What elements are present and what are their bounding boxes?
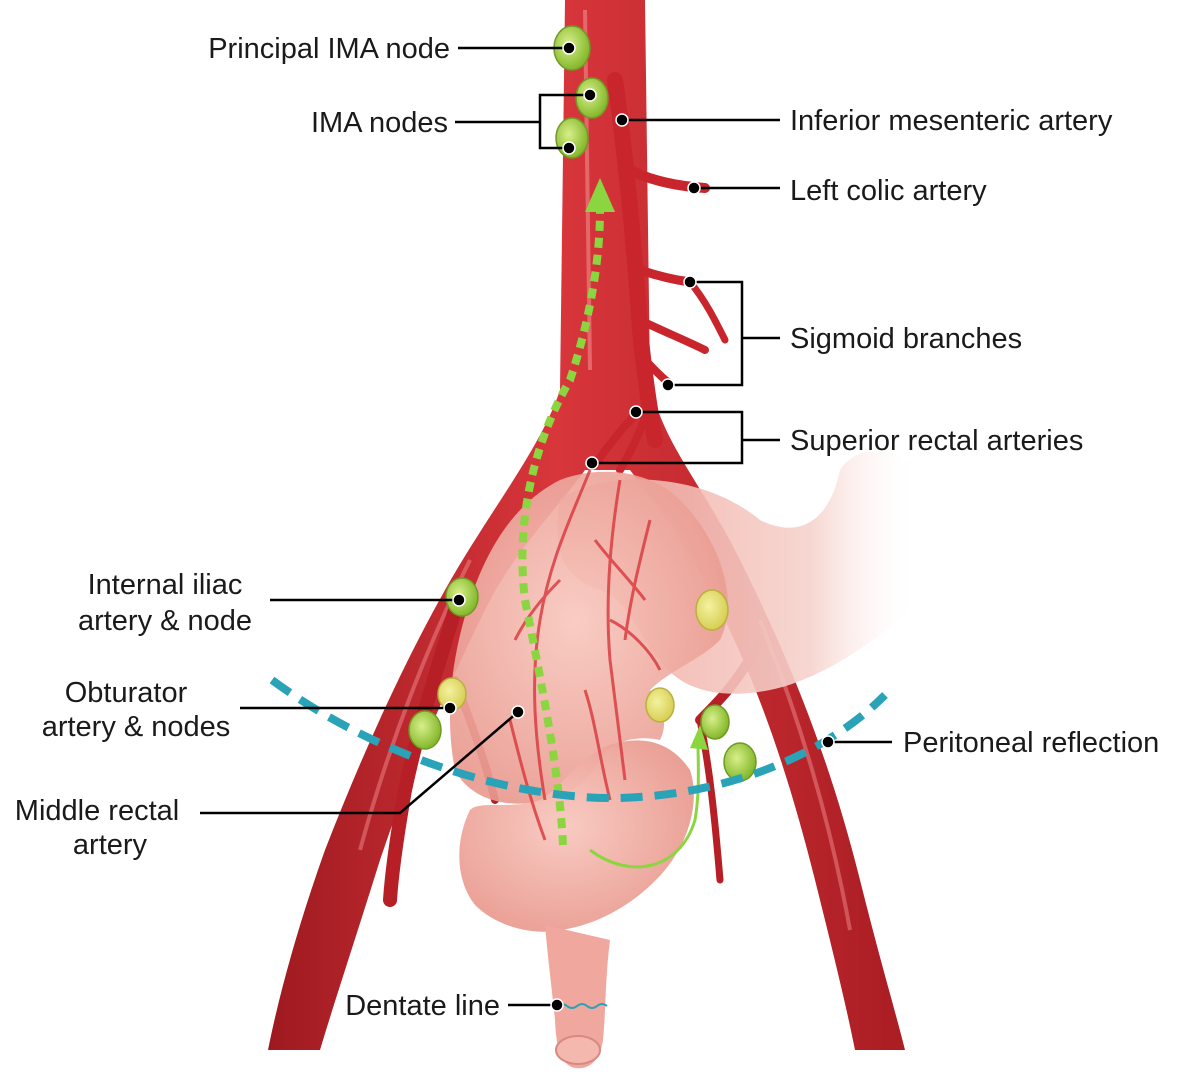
label-internal-iliac-1: Internal iliac xyxy=(88,569,243,601)
label-peritoneal-reflection: Peritoneal reflection xyxy=(903,727,1159,759)
dot-icon xyxy=(511,705,525,719)
lateral-node-right xyxy=(645,687,675,723)
label-dentate-line: Dentate line xyxy=(345,990,500,1022)
dot-icon xyxy=(661,378,675,392)
label-left-colic-artery: Left colic artery xyxy=(790,175,987,207)
dot-icon xyxy=(585,456,599,470)
dentate-line-wave xyxy=(556,1003,608,1009)
dot-icon xyxy=(629,405,643,419)
dot-icon xyxy=(683,275,697,289)
dot-icon xyxy=(562,41,576,55)
arrow-up-icon xyxy=(585,178,615,212)
labels: Principal IMA node IMA nodes Inferior me… xyxy=(15,33,1160,1022)
mesorectal-node xyxy=(695,589,729,631)
label-ima-nodes: IMA nodes xyxy=(311,107,448,139)
dot-icon xyxy=(443,701,457,715)
lateral-node-right-2 xyxy=(700,704,730,740)
label-inferior-mesenteric-artery: Inferior mesenteric artery xyxy=(790,105,1113,137)
label-middle-rectal-1: Middle rectal xyxy=(15,795,179,827)
label-obturator-2: artery & nodes xyxy=(42,711,231,743)
leader-dots xyxy=(443,41,835,1012)
obturator-node-lower xyxy=(408,710,442,750)
dot-icon xyxy=(687,181,701,195)
rectal-vessels xyxy=(508,469,662,841)
dot-icon xyxy=(550,998,564,1012)
label-internal-iliac-2: artery & node xyxy=(78,605,252,637)
rectum xyxy=(450,471,728,1069)
peritoneal-reflection-line xyxy=(269,676,888,803)
leader-lines xyxy=(200,46,892,1007)
dot-icon xyxy=(821,735,835,749)
label-superior-rectal-arteries: Superior rectal arteries xyxy=(790,425,1083,457)
label-middle-rectal-2: artery xyxy=(73,829,148,861)
label-sigmoid-branches: Sigmoid branches xyxy=(790,323,1022,355)
label-obturator-1: Obturator xyxy=(65,677,188,709)
label-principal-ima-node: Principal IMA node xyxy=(208,33,450,65)
dot-icon xyxy=(583,88,597,102)
dot-icon xyxy=(615,113,629,127)
dot-icon xyxy=(452,593,466,607)
lymphatic-drainage-path xyxy=(518,178,708,869)
dot-icon xyxy=(562,141,576,155)
arrow-up-icon xyxy=(690,725,708,750)
